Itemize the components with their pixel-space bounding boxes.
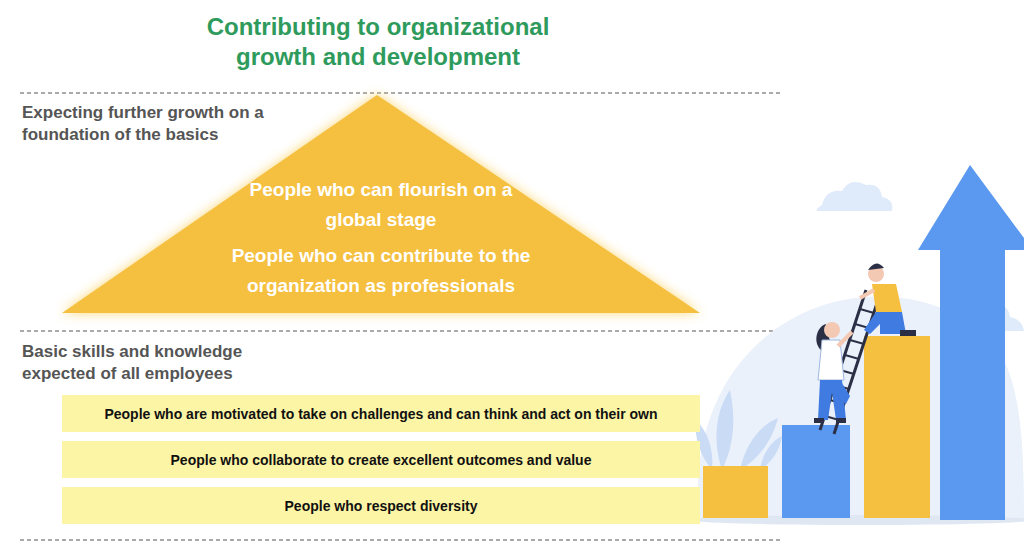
band-text: People who respect diversity: [285, 498, 478, 514]
section-dividers: [20, 93, 780, 540]
band-text: People who are motivated to take on chal…: [104, 406, 657, 422]
kneeling-man: [860, 263, 916, 336]
section-heading: Expecting further growth on a foundation…: [22, 102, 312, 146]
band-text: People who collaborate to create excelle…: [171, 452, 592, 468]
triangle-glow: [62, 95, 700, 313]
skill-band: People who are motivated to take on chal…: [62, 395, 700, 432]
growth-illustration: [692, 165, 1024, 525]
section-heading: Basic skills and knowledge expected of a…: [22, 341, 312, 385]
skill-band: People who collaborate to create excelle…: [62, 441, 700, 478]
pyramid-triangle: People who can flourish on a global stag…: [62, 95, 700, 313]
diagram-title: Contributing to organizational growth an…: [168, 12, 588, 72]
climbing-woman: [814, 322, 852, 423]
skill-band: People who respect diversity: [62, 487, 700, 524]
pyramid-text: People who can contribute to the organiz…: [181, 241, 581, 301]
pyramid-text: People who can flourish on a global stag…: [246, 175, 516, 235]
triangle-fill: [62, 95, 700, 313]
